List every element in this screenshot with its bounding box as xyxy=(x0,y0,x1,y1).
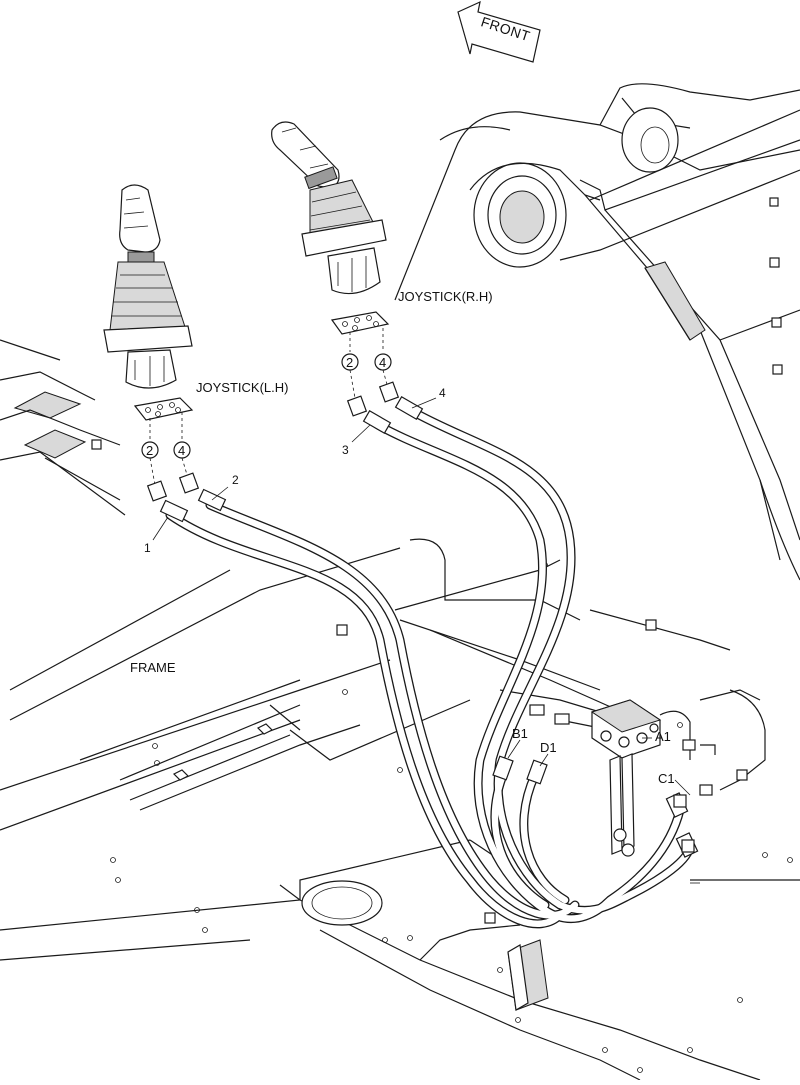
lh-port-4-label: 4 xyxy=(178,443,185,458)
nut-icon xyxy=(172,619,748,924)
rh-port-2-callout: 2 xyxy=(341,353,359,371)
boom-swing-bracket xyxy=(394,83,800,581)
lh-port-2-label: 2 xyxy=(146,443,153,458)
joystick-right xyxy=(271,121,387,295)
joystick-left xyxy=(103,184,193,389)
port-d1-label: D1 xyxy=(540,740,557,755)
hose-3-callout: 3 xyxy=(342,443,349,457)
rh-port-4-callout: 4 xyxy=(374,353,392,371)
joystick-lh-label: JOYSTICK(L.H) xyxy=(196,380,288,395)
lh-port-plate xyxy=(133,397,194,440)
rh-port-plate xyxy=(330,311,390,352)
port-c1-label: C1 xyxy=(658,771,675,786)
port-a1-label: A1 xyxy=(655,729,671,744)
hole-icon xyxy=(110,562,793,1073)
hose-4 xyxy=(405,405,695,915)
upper-frame xyxy=(0,538,800,1081)
control-valve-block xyxy=(499,689,716,857)
rh-port-4-label: 4 xyxy=(379,355,386,370)
left-console-structure xyxy=(0,339,126,516)
hose-1-callout: 1 xyxy=(144,541,151,555)
port-b1-label: B1 xyxy=(512,726,528,741)
hose-2-callout: 2 xyxy=(232,473,239,487)
hydraulic-hoses xyxy=(146,381,699,929)
joystick-rh-label: JOYSTICK(R.H) xyxy=(398,289,493,304)
hose-4-callout: 4 xyxy=(439,386,446,400)
frame-label: FRAME xyxy=(130,660,176,675)
bolt-icon xyxy=(769,197,783,375)
callout-leaders xyxy=(152,397,700,884)
rh-port-2-label: 2 xyxy=(346,355,353,370)
front-arrow: FRONT xyxy=(457,0,541,63)
lh-port-4-callout: 4 xyxy=(173,441,191,459)
lh-port-2-callout: 2 xyxy=(141,441,159,459)
